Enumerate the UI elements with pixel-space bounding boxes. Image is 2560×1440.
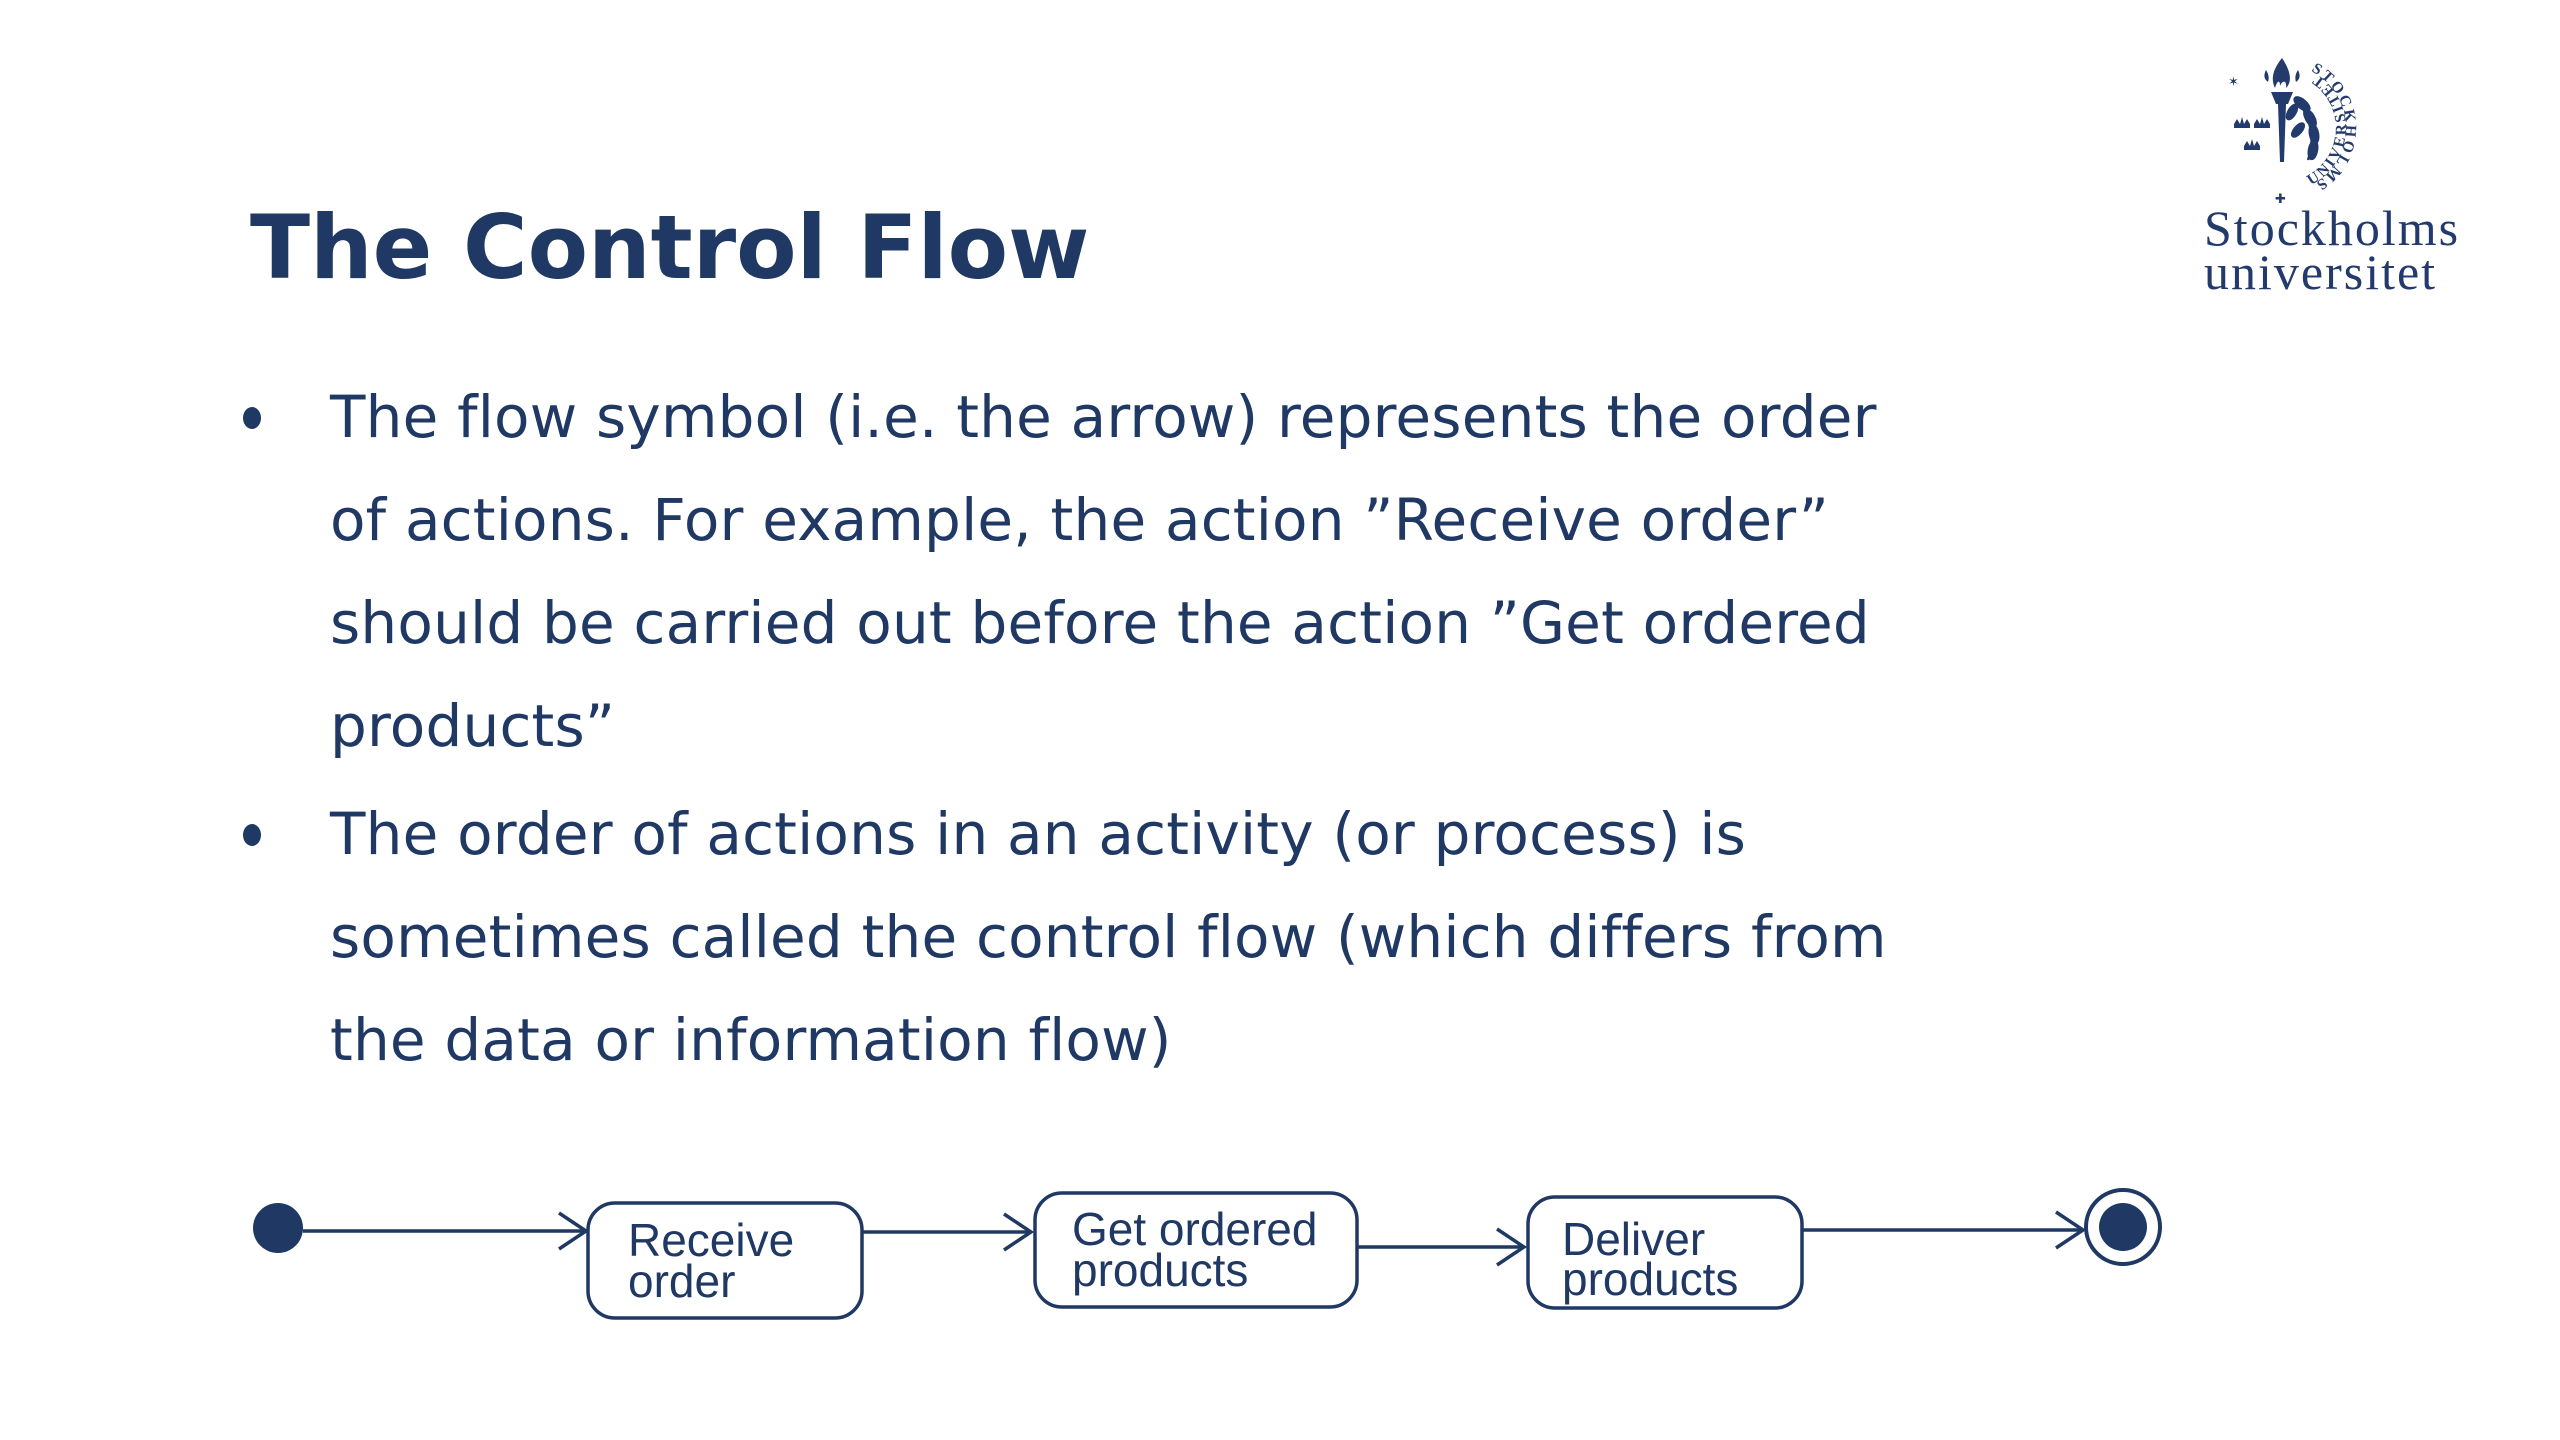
final-node-ring-icon [2084,1188,2162,1266]
action-label: Receive [628,1214,794,1266]
action-box-get-ordered-products [1033,1191,1359,1309]
laurel-branch-icon [2285,96,2320,161]
university-logo: STOCKHOLMS UNIVERSITET [2180,40,2520,310]
flow-arrowhead-icon [1496,1227,1528,1267]
seal-cross-icon: ✚ [2275,192,2286,207]
wordmark-line-2: universitet [2204,244,2438,300]
action-label: products [1562,1253,1738,1305]
flow-arrowhead-icon [558,1211,590,1251]
action-box-receive-order [586,1201,864,1320]
bullet-line: The order of actions in an activity (or … [330,800,1747,868]
bullet-icon [243,407,261,429]
bullet-line: of actions. For example, the action ”Rec… [330,486,1830,554]
action-label: products [1072,1244,1248,1296]
three-crowns-icon [2234,117,2270,150]
wordmark-line-1: Stockholms [2204,200,2461,256]
action-box-deliver-products [1526,1195,1804,1310]
university-seal-icon: STOCKHOLMS UNIVERSITET [2228,58,2357,207]
bullet-line: The flow symbol (i.e. the arrow) represe… [330,383,1877,451]
bullet-item-2: The order of actions in an activity (or … [330,783,1887,1092]
university-wordmark: Stockholms universitet [2204,200,2461,300]
bullet-item-1: The flow symbol (i.e. the arrow) represe… [330,366,1877,778]
bullet-icon [243,824,261,846]
initial-node-icon [253,1203,303,1253]
torch-flame-icon [2272,58,2290,88]
bullet-line: sometimes called the control flow (which… [330,903,1887,971]
bullet-line: the data or information flow) [330,1006,1172,1074]
final-node-core-icon [2099,1203,2147,1251]
torch-head-icon [2271,92,2293,104]
action-label: order [628,1255,735,1307]
action-label: Get ordered [1072,1203,1317,1255]
action-label: Deliver [1562,1213,1705,1265]
bullet-line: should be carried out before the action … [330,589,1870,657]
bullet-line: products” [330,692,616,760]
activity-diagram: Receive order Get ordered products Deliv… [253,1188,2162,1320]
page-title: The Control Flow [250,196,1090,299]
torch-handle-icon [2278,104,2286,162]
flow-arrowhead-icon [1003,1212,1035,1252]
flow-arrowhead-icon [2055,1210,2087,1250]
seal-star-icon: ✶ [2228,75,2239,90]
torch-spark-icon [2264,70,2300,82]
